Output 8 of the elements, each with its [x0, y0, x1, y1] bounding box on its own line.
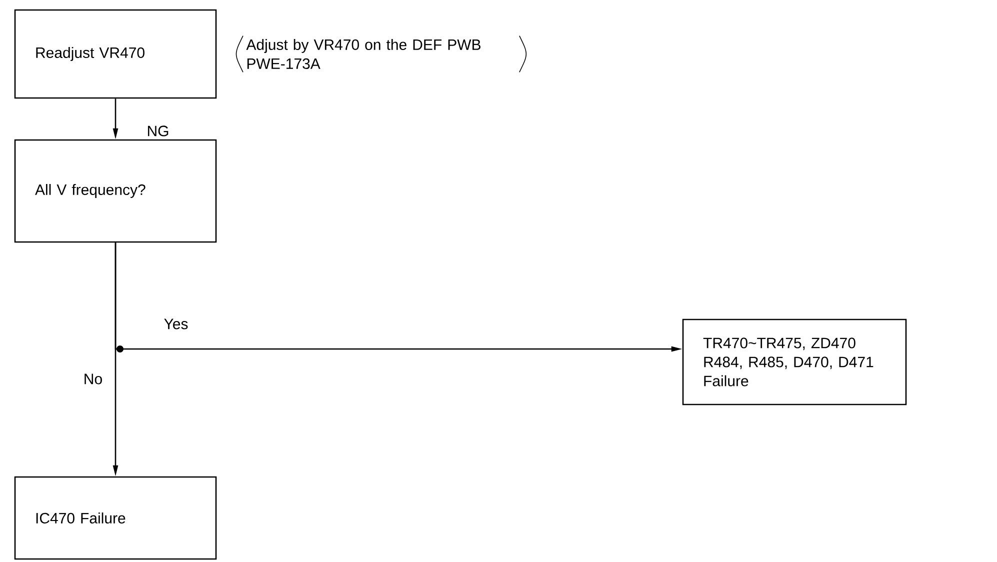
edge-label: No [84, 374, 102, 384]
process-box: Readjust VR470 [14, 9, 217, 99]
edge-label: Yes [164, 318, 188, 330]
process-box: TR470~TR475, ZD470 R484, R485, D470, D471 Failure [682, 318, 907, 406]
note-text: Adjust by VR470 on the DEF PWB PWE-173A [246, 39, 480, 69]
edge-label: NG [148, 126, 168, 136]
process-box: IC470 Failure [14, 476, 217, 560]
process-box: All V frequency? [14, 139, 217, 243]
